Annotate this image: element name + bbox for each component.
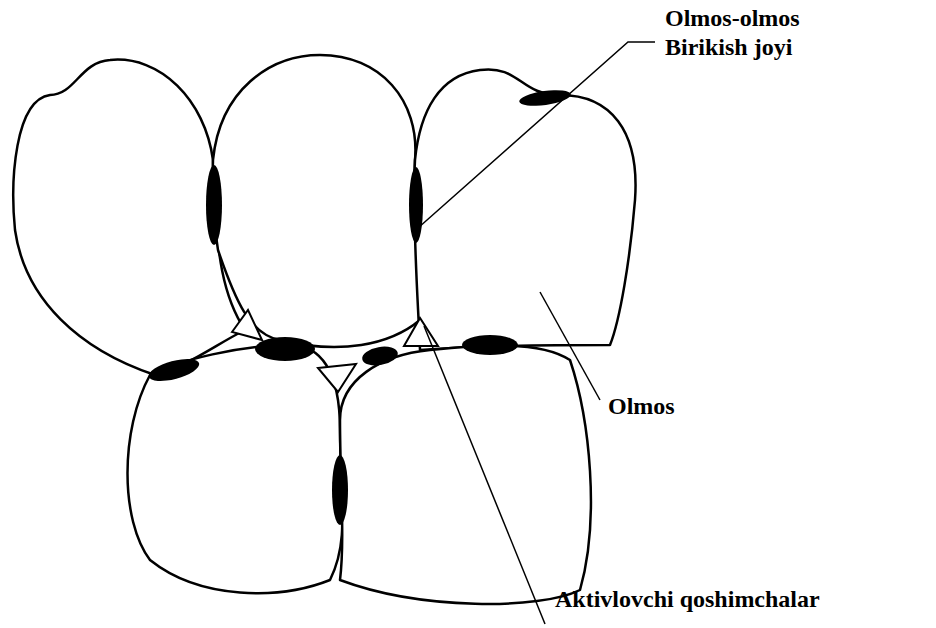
grain-junction — [332, 455, 348, 525]
callout-label: Olmos-olmos Birikish joyi — [665, 4, 840, 62]
additive-pocket — [318, 364, 356, 392]
diamond-grain — [414, 69, 635, 350]
leader-line — [540, 292, 600, 400]
diamond-grain — [13, 60, 245, 375]
additive-pocket — [404, 318, 438, 346]
grain-junction — [255, 337, 315, 361]
grain-junction — [361, 344, 400, 368]
leader-line — [418, 42, 655, 228]
grain-junction — [147, 355, 202, 386]
diamond-grain — [340, 346, 591, 604]
grain-junction — [206, 165, 222, 245]
diamond-grain — [213, 55, 420, 347]
grain-junction — [462, 335, 518, 355]
callout-label: Olmos — [608, 392, 675, 421]
callout-label: Aktivlovchi qoshimchalar — [555, 585, 820, 614]
diamond-grain — [128, 345, 343, 593]
additive-pocket — [232, 310, 262, 340]
grain-junction — [409, 167, 423, 243]
leader-line — [424, 326, 545, 624]
